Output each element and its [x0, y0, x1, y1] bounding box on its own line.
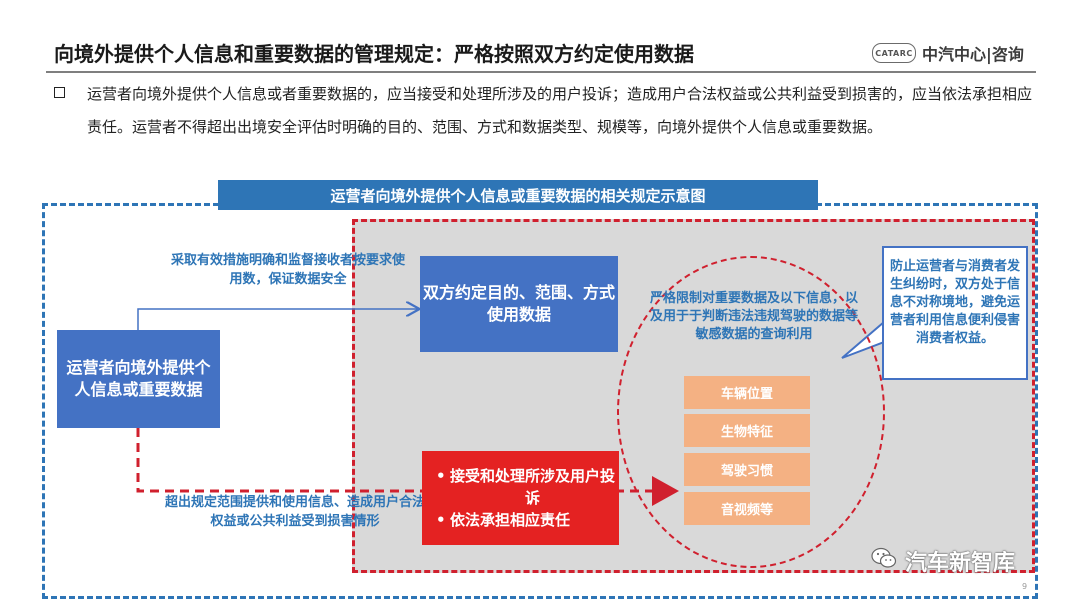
data-item-driving-habits: 驾驶习惯 — [684, 453, 810, 486]
header-divider — [46, 71, 1036, 73]
consumer-protection-callout: 防止运营者与消费者发生纠纷时，双方处于信息不对称境地，避免运营者利用信息便利侵害… — [882, 246, 1028, 380]
obligation-item: •接受和处理所涉及用户投诉 — [436, 467, 616, 507]
violation-note: 超出规定范围提供和使用信息、造成用户合法权益或公共利益受到损害情形 — [164, 495, 425, 529]
supervision-note: 采取有效措施明确和监督接收者按要求使用数，保证数据安全 — [170, 253, 405, 287]
catarc-logo: CATARC — [872, 43, 916, 63]
restriction-ellipse — [617, 256, 885, 568]
page-number: 9 — [1022, 582, 1028, 591]
obligation-item: •依法承担相应责任 — [436, 511, 571, 529]
obligation-box: •接受和处理所涉及用户投诉 •依法承担相应责任 — [422, 451, 619, 545]
operator-box: 运营者向境外提供个人信息或重要数据 — [57, 330, 220, 428]
brand-name: 中汽中心|咨询 — [922, 45, 1024, 64]
wechat-icon — [871, 547, 897, 568]
data-item-biometrics: 生物特征 — [684, 414, 810, 447]
data-item-audio-video: 音视频等 — [684, 492, 810, 525]
agreed-usage-box: 双方约定目的、范围、方式使用数据 — [420, 256, 618, 352]
restriction-text: 严格限制对重要数据及以下信息，以及用于于判断违法违规驾驶的数据等敏感数据的查询利… — [649, 291, 858, 342]
watermark: 汽车新智库 — [905, 551, 1016, 576]
blue-connector-arrow — [137, 309, 418, 330]
diagram-title: 运营者向境外提供个人信息或重要数据的相关规定示意图 — [218, 180, 818, 210]
bullet-square-icon — [54, 87, 65, 98]
intro-paragraph: 运营者向境外提供个人信息或者重要数据的，应当接受和处理所涉及的用户投诉；造成用户… — [87, 85, 1033, 136]
page-title: 向境外提供个人信息和重要数据的管理规定：严格按照双方约定使用数据 — [54, 42, 694, 66]
data-item-vehicle-location: 车辆位置 — [684, 376, 810, 409]
